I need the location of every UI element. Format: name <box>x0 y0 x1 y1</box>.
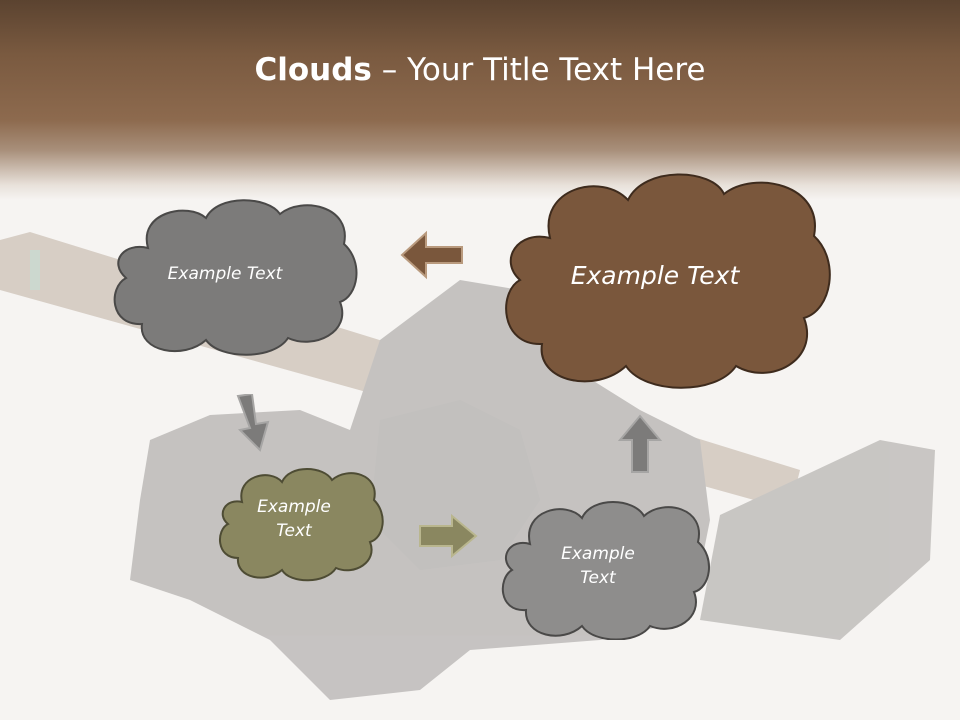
cloud-shape-3 <box>219 468 384 582</box>
cloud-text-1: Example Text <box>167 264 283 285</box>
cloud-shape-4 <box>501 501 711 640</box>
slide-title: Clouds – Your Title Text Here <box>0 52 960 88</box>
left-arrow-icon <box>400 230 463 280</box>
right-arrow-icon <box>419 514 478 558</box>
title-rest: – Your Title Text Here <box>371 52 706 88</box>
cloud-gray-small <box>501 501 711 640</box>
cloud-text-2: Example Text <box>570 260 740 290</box>
cloud-shape-1 <box>113 199 358 356</box>
cloud-shape-2 <box>505 173 831 389</box>
cloud-olive-small <box>219 468 384 582</box>
title-bold: Clouds <box>254 52 372 88</box>
down-arrow-icon <box>236 394 270 452</box>
title-bar <box>0 0 960 200</box>
cloud-brown-large <box>505 173 831 389</box>
up-arrow-icon <box>617 414 663 473</box>
cloud-gray-large <box>113 199 358 356</box>
